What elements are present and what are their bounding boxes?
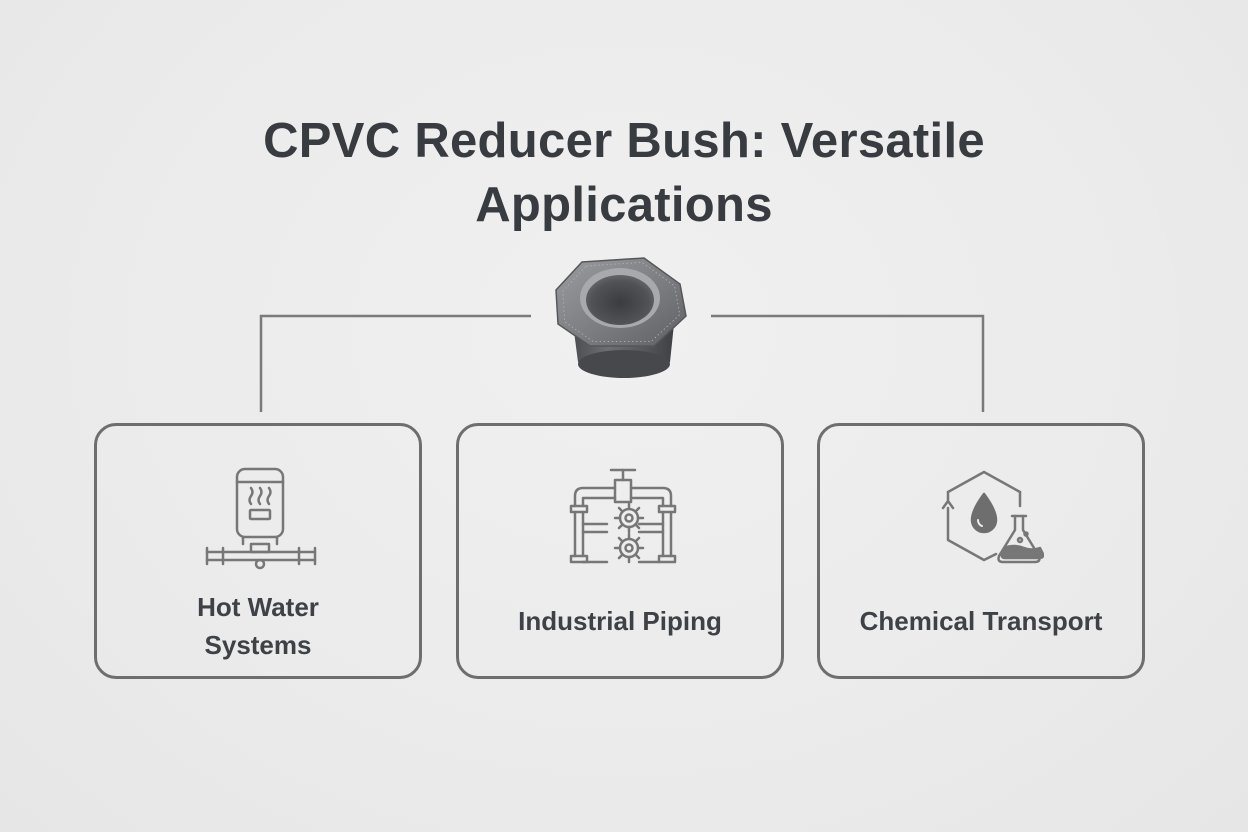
reducer-bush-icon [555,257,687,378]
application-card-industrial-piping: Industrial Piping [456,423,784,679]
pipes-gears-icon [569,468,677,564]
application-card-chemical-transport: Chemical Transport [817,423,1145,679]
connector-right [711,314,985,412]
title-line-1: CPVC Reducer Bush: Versatile [263,113,985,168]
application-label: Industrial Piping [518,606,722,636]
chemical-flask-icon [941,470,1044,564]
page-title: CPVC Reducer Bush: Versatile Application… [124,109,1124,237]
connector-left [259,314,531,412]
application-label: Chemical Transport [859,606,1103,636]
title-line-2: Applications [475,177,773,232]
application-card-hot-water: Hot Water Systems [94,423,422,679]
application-label: Hot Water Systems [197,592,319,660]
water-heater-icon [205,467,317,570]
